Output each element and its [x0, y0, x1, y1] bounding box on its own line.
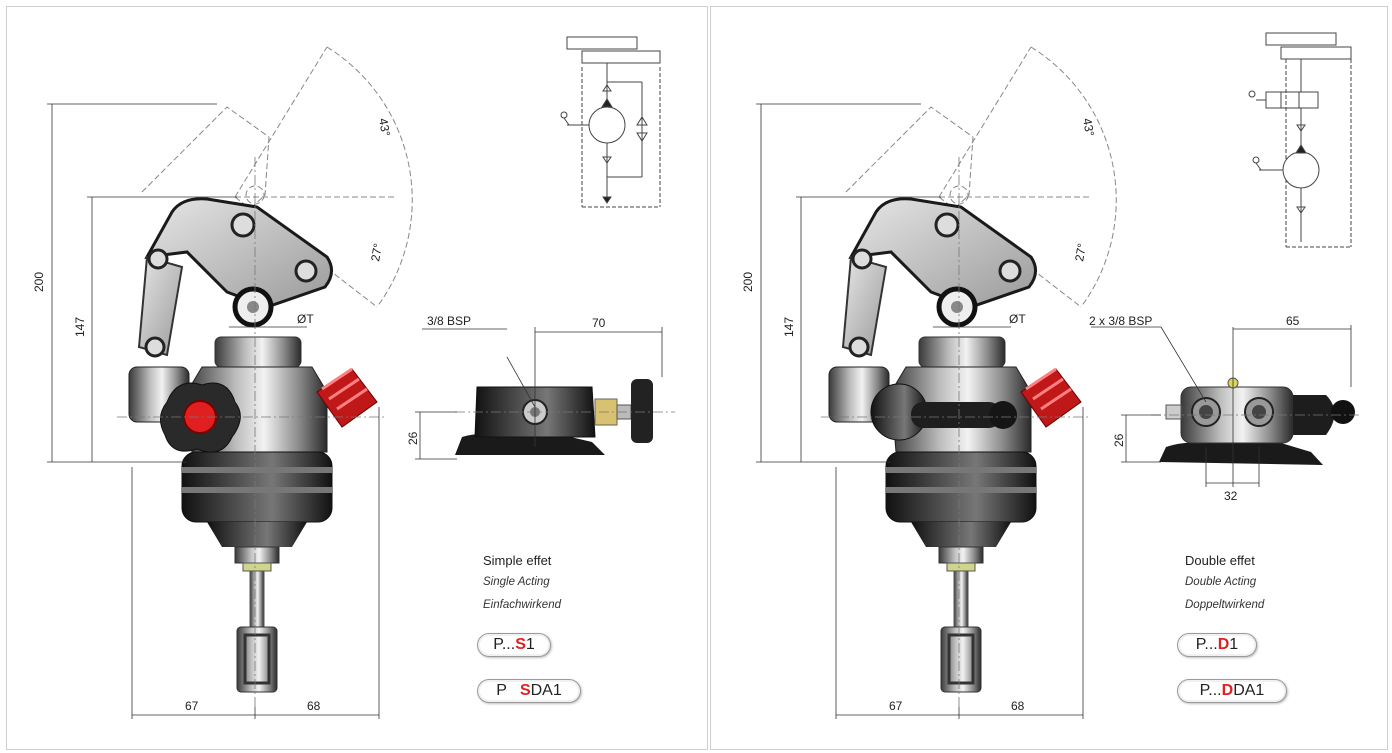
type-label-fr: Simple effet: [483, 553, 552, 568]
dim-port-height: 26: [1112, 433, 1126, 447]
dim-angle-lower: 27°: [1072, 242, 1089, 262]
dim-port-length: 70: [592, 316, 606, 330]
model-code-2: P SDA1: [477, 679, 581, 703]
dim-width-left: 67: [185, 699, 199, 713]
dim-height-total: 200: [32, 272, 46, 292]
dim-angle-upper: 43°: [376, 117, 393, 137]
type-label-de: Doppeltwirkend: [1185, 599, 1265, 611]
drawing-single-acting: 200 147 43° 27° ØT 67 68: [32, 36, 675, 719]
dim-height-pivot: 147: [73, 317, 87, 337]
dim-port-height: 26: [406, 431, 420, 445]
dim-port: 2 x 3/8 BSP: [1089, 314, 1152, 328]
dim-angle-lower: 27°: [368, 242, 385, 262]
dim-port: 3/8 BSP: [427, 314, 471, 328]
dim-bore: ØT: [1009, 312, 1026, 326]
dim-width-left: 67: [889, 699, 903, 713]
dim-height-total: 200: [741, 272, 755, 292]
dim-angle-upper: 43°: [1080, 117, 1097, 137]
panel-single-acting: 200 147 43° 27° ØT 67 68: [6, 6, 708, 750]
pump-body: [128, 336, 333, 693]
dimension-lines: [47, 103, 380, 719]
dim-port-length: 65: [1286, 314, 1300, 328]
lever-arm: [137, 197, 333, 358]
side-view-port: [415, 327, 675, 460]
dimension-lines: [756, 103, 1084, 719]
selector-valve: [870, 383, 1017, 441]
pump-body: [828, 336, 1037, 693]
hydraulic-schematic: [560, 36, 661, 208]
type-label-en: Double Acting: [1185, 576, 1257, 588]
dim-width-right: 68: [1011, 699, 1025, 713]
type-label-fr: Double effet: [1185, 553, 1255, 568]
dim-bore: ØT: [297, 312, 314, 326]
model-code-2: P...DDA1: [1177, 679, 1287, 703]
panel-double-acting: 200 147 43° 27° ØT 67 68: [710, 6, 1388, 750]
drawing-double-acting: 200 147 43° 27° ØT 67 68: [741, 32, 1361, 719]
model-code-1: P...D1: [1177, 633, 1257, 657]
red-port-cap: [316, 367, 378, 428]
release-knob: [160, 382, 241, 453]
dim-port-spacing: 32: [1224, 489, 1238, 503]
type-label-en: Single Acting: [483, 576, 550, 588]
type-label-de: Einfachwirkend: [483, 599, 561, 611]
side-view-port: [1091, 325, 1361, 487]
lever-arm: [841, 197, 1037, 358]
dim-width-right: 68: [307, 699, 321, 713]
red-port-cap: [1020, 367, 1082, 428]
hydraulic-schematic: [1248, 32, 1352, 248]
dim-height-pivot: 147: [782, 317, 796, 337]
model-code-1: P...S1: [477, 633, 551, 657]
